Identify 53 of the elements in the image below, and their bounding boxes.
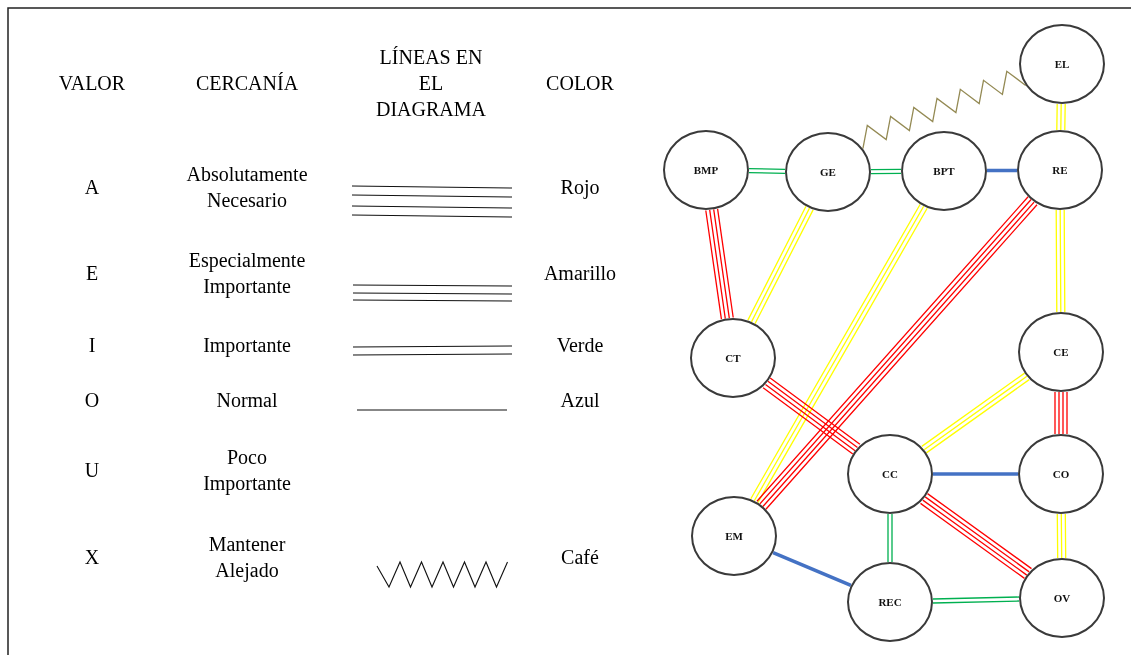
table-cell-text: Normal xyxy=(215,388,279,413)
connector-lines xyxy=(932,596,1020,604)
connector-lines xyxy=(870,168,902,175)
connector-lines xyxy=(933,472,1018,476)
table-cell-text: Mantener Alejado xyxy=(207,532,287,583)
table-cell-text: I xyxy=(88,333,96,358)
node-label: OV xyxy=(1053,592,1071,604)
node-label: CE xyxy=(1053,346,1069,358)
connector-lines xyxy=(772,551,852,587)
connector-lines xyxy=(705,208,734,320)
connector-lines xyxy=(762,377,861,455)
node-label: EL xyxy=(1054,58,1070,70)
ellipse-node xyxy=(690,318,776,398)
connector-lines xyxy=(1054,391,1068,435)
connector-lines xyxy=(1056,513,1067,559)
node-label: EM xyxy=(725,530,743,542)
table-cell-text: E xyxy=(85,261,99,286)
table-cell-text: A xyxy=(84,175,100,200)
node-label: CC xyxy=(882,468,898,480)
column-header: VALOR xyxy=(57,71,127,96)
connector-lines xyxy=(1056,103,1066,131)
column-header: LÍNEAS EN EL DIAGRAMA xyxy=(375,45,487,122)
ellipse-node xyxy=(847,434,933,514)
connector-lines xyxy=(887,513,893,563)
node-label: REC xyxy=(878,596,902,608)
column-header: COLOR xyxy=(545,71,615,96)
table-cell-text: Azul xyxy=(560,388,600,413)
node-label: CO xyxy=(1052,468,1070,480)
connector-lines xyxy=(1055,209,1066,313)
table-cell-text: Absolutamente Necesario xyxy=(185,162,309,213)
connector-lines xyxy=(987,168,1017,173)
connector-lines xyxy=(919,492,1033,580)
node-label: CT xyxy=(725,352,741,364)
connector-lines xyxy=(748,168,786,174)
table-cell-text: Café xyxy=(561,545,599,570)
table-cell-text: Amarillo xyxy=(543,261,617,286)
table-cell-text: Verde xyxy=(556,333,604,358)
table-cell-text: O xyxy=(84,388,100,413)
column-header: CERCANÍA xyxy=(194,71,300,96)
table-cell-text: Rojo xyxy=(560,175,600,200)
table-cell-text: U xyxy=(84,458,100,483)
node-label: GE xyxy=(820,166,836,178)
node-label: BMP xyxy=(693,164,719,176)
connector-lines xyxy=(921,372,1030,454)
table-cell-text: Importante xyxy=(202,333,292,358)
node-label: RE xyxy=(1052,164,1068,176)
node-label: BPT xyxy=(933,165,955,177)
connector-lines xyxy=(756,196,1038,510)
table-cell-text: Especialmente Importante xyxy=(187,248,307,299)
table-cell-text: Poco Importante xyxy=(202,445,292,496)
connector-lines xyxy=(747,205,814,325)
connector-lines xyxy=(750,203,928,504)
table-cell-text: X xyxy=(84,545,100,570)
